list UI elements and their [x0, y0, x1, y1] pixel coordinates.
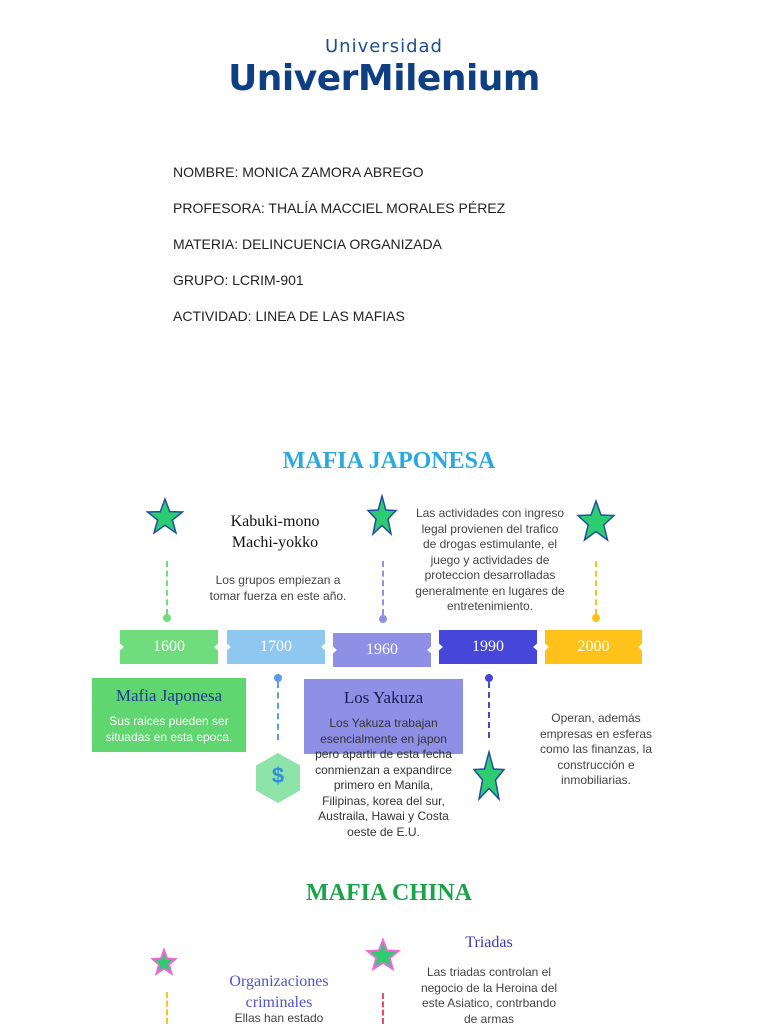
note-1990: Las actividades con ingreso legal provie… [415, 506, 565, 613]
note-2000: Operan, además empresas en esferas como … [539, 711, 653, 787]
info-actividad: ACTIVIDAD: LINEA DE LAS MAFIAS [173, 308, 405, 324]
triadas-title: Triadas [465, 934, 513, 951]
connector-line [166, 561, 168, 615]
kabuki-mono-label: Kabuki-mono [230, 513, 320, 530]
connector-dot [163, 614, 171, 622]
card-mafia-japonesa: Mafia Japonesa Sus raices pueden ser sit… [92, 678, 246, 752]
connector-line [595, 561, 597, 615]
university-label: Universidad [325, 36, 443, 57]
star-icon [146, 497, 184, 537]
machi-yokko-label: Machi-yokko [231, 534, 319, 551]
info-nombre: NOMBRE: MONICA ZAMORA ABREGO [173, 164, 424, 180]
year-1600-box: 1600 [120, 630, 218, 664]
card-mafia-japonesa-text: Sus raices pueden ser situadas en esta e… [105, 714, 233, 744]
card-mafia-japonesa-title: Mafia Japonesa [115, 686, 223, 705]
connector-line [488, 682, 490, 738]
org-text: Ellas han estado [234, 1011, 324, 1025]
star-icon [151, 948, 177, 976]
star-icon [472, 750, 506, 802]
university-logo: UniverMilenium [228, 58, 540, 99]
year-1990-box: 1990 [439, 630, 537, 664]
connector-dot [274, 674, 282, 682]
card-los-yakuza-title: Los Yakuza [343, 688, 424, 707]
note-1700: Los grupos empiezan a tomar fuerza en es… [209, 573, 347, 603]
card-los-yakuza [304, 679, 463, 754]
info-grupo: GRUPO: LCRIM-901 [173, 272, 304, 288]
star-icon [365, 938, 401, 972]
dollar-icon: $ [255, 752, 301, 804]
connector-line [166, 992, 168, 1024]
info-materia: MATERIA: DELINCUENCIA ORGANIZADA [173, 236, 442, 252]
connector-line [277, 682, 279, 740]
info-profesora: PROFESORA: THALÍA MACCIEL MORALES PÉREZ [173, 200, 506, 216]
year-1700-box: 1700 [227, 630, 325, 664]
card-los-yakuza-text: Los Yakuza trabajan esencialmente en jap… [315, 716, 452, 839]
year-1960-box: 1960 [333, 633, 431, 667]
connector-dot [485, 674, 493, 682]
org-title: Organizaciones criminales [229, 973, 329, 1011]
connector-dot [592, 614, 600, 622]
china-title: MAFIA CHINA [306, 880, 472, 906]
triadas-text: Las triadas controlan el negocio de la H… [420, 965, 558, 1026]
connector-line [382, 993, 384, 1024]
connector-line [382, 561, 384, 615]
connector-dot [379, 615, 387, 623]
star-icon [366, 494, 398, 538]
year-2000-box: 2000 [545, 630, 642, 664]
star-icon [576, 499, 616, 543]
japonesa-title: MAFIA JAPONESA [282, 448, 496, 474]
